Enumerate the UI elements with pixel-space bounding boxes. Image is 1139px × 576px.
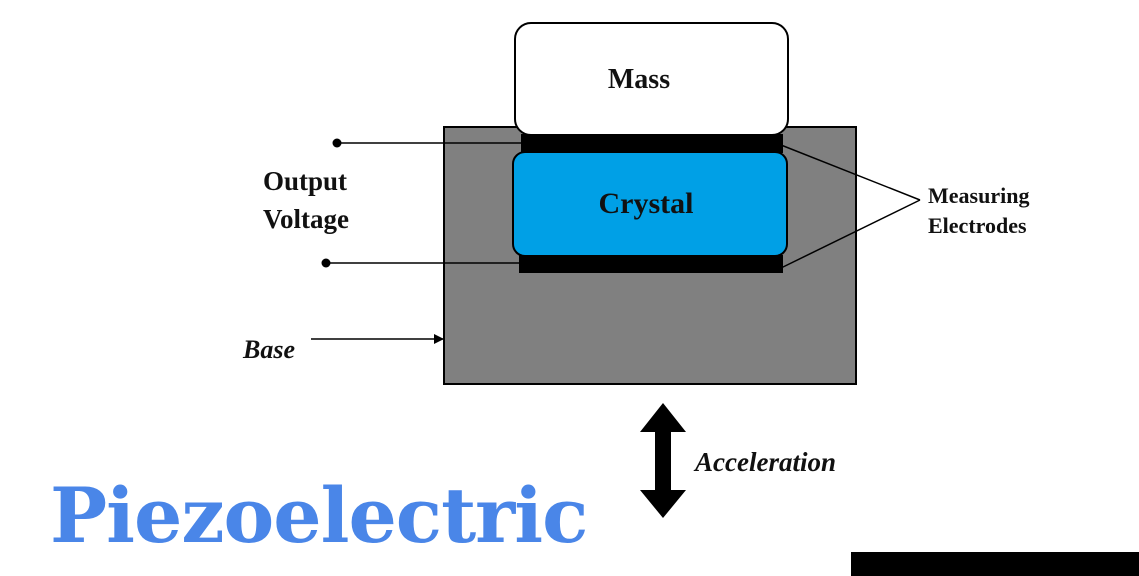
mass-label: Mass (608, 64, 670, 95)
base-label: Base (242, 335, 295, 364)
output-terminal-bottom (321, 258, 331, 268)
crystal-label: Crystal (599, 187, 694, 220)
output-voltage-label-line2: Voltage (263, 204, 349, 234)
measuring-electrodes-label-line1: Measuring (928, 183, 1029, 208)
acceleration-label: Acceleration (693, 447, 836, 477)
brand-title: Piezoelectric (50, 471, 588, 560)
bottom-electrode (519, 255, 783, 273)
corner-bar (851, 552, 1139, 576)
output-terminal-top (332, 138, 342, 148)
electrode-pointer-bottom (780, 199, 921, 269)
electrode-pointer-top (780, 144, 921, 201)
output-voltage-label-line1: Output (263, 166, 347, 196)
acceleration-arrow (640, 403, 686, 518)
measuring-electrodes-label-line2: Electrodes (928, 213, 1027, 238)
top-electrode (521, 134, 783, 153)
